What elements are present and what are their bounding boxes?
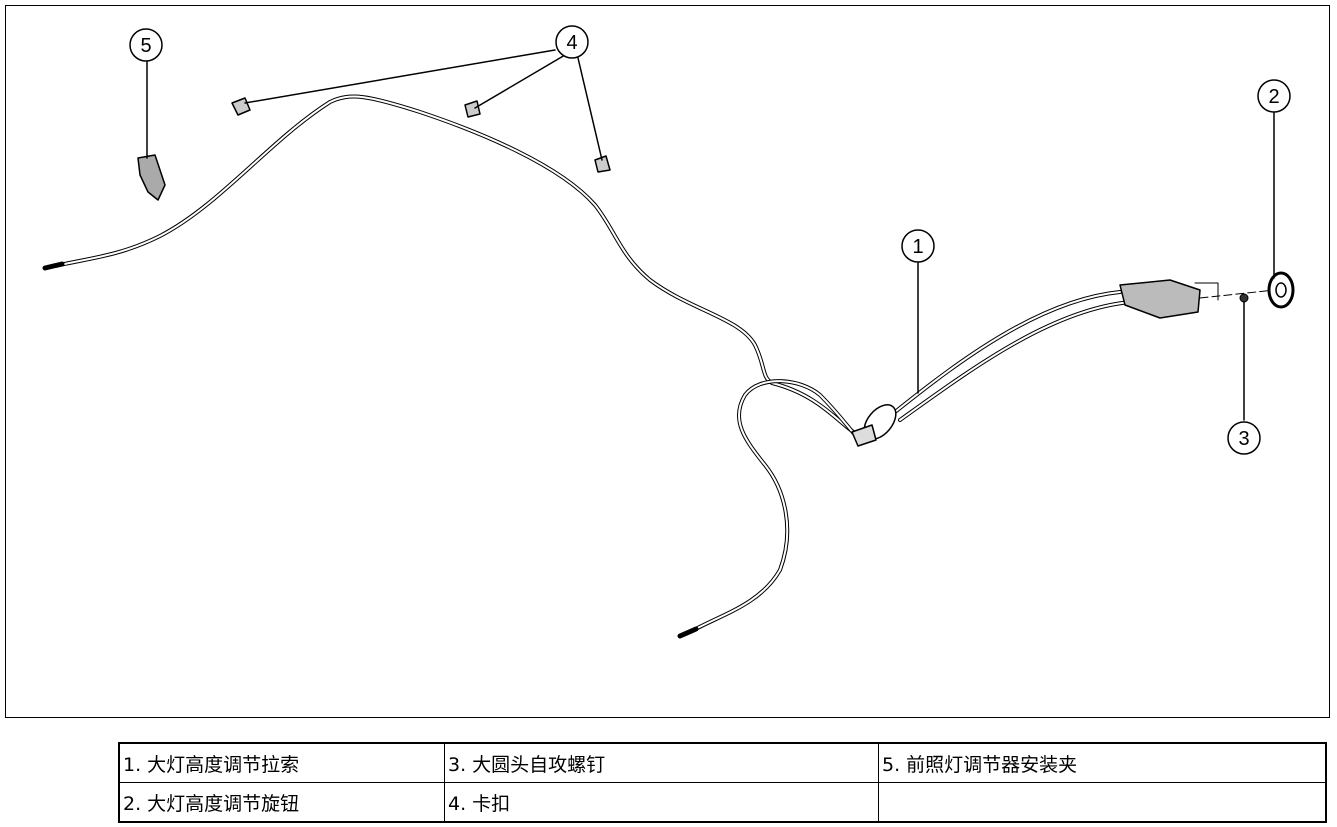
screw: [1239, 293, 1249, 303]
leveling-knob: [1267, 271, 1295, 309]
callout-2: 2: [1257, 79, 1291, 113]
callout-1: 1: [901, 229, 935, 263]
svg-text:4: 4: [566, 32, 577, 54]
callout-5: 5: [129, 28, 163, 62]
headlamp-leveling-cable: [42, 94, 1276, 639]
parts-diagram: 5 4 1 2 3: [42, 25, 1295, 639]
table-row: 1. 大灯高度调节拉索 3. 大圆头自攻螺钉 5. 前照灯调节器安装夹: [118, 742, 1327, 783]
svg-text:1: 1: [912, 236, 923, 258]
callout-3: 3: [1227, 421, 1261, 455]
svg-text:5: 5: [140, 35, 151, 57]
svg-text:3: 3: [1238, 428, 1249, 450]
table-row: 2. 大灯高度调节旋钮 4. 卡扣: [118, 782, 1327, 823]
legend-cell: 1. 大灯高度调节拉索: [118, 742, 445, 783]
mounting-clip: [137, 154, 166, 201]
leader-lines: [146, 49, 1275, 421]
legend-cell: 4. 卡扣: [444, 782, 879, 823]
legend-cell: [878, 782, 1327, 823]
legend-cell: 3. 大圆头自攻螺钉: [444, 742, 879, 783]
svg-text:2: 2: [1268, 86, 1279, 108]
diagram-frame: [5, 5, 1330, 718]
legend-cell: 2. 大灯高度调节旋钮: [118, 782, 445, 823]
callout-4: 4: [555, 25, 589, 59]
legend-cell: 5. 前照灯调节器安装夹: [878, 742, 1327, 783]
parts-legend-table: 1. 大灯高度调节拉索 3. 大圆头自攻螺钉 5. 前照灯调节器安装夹 2. 大…: [118, 742, 1327, 823]
